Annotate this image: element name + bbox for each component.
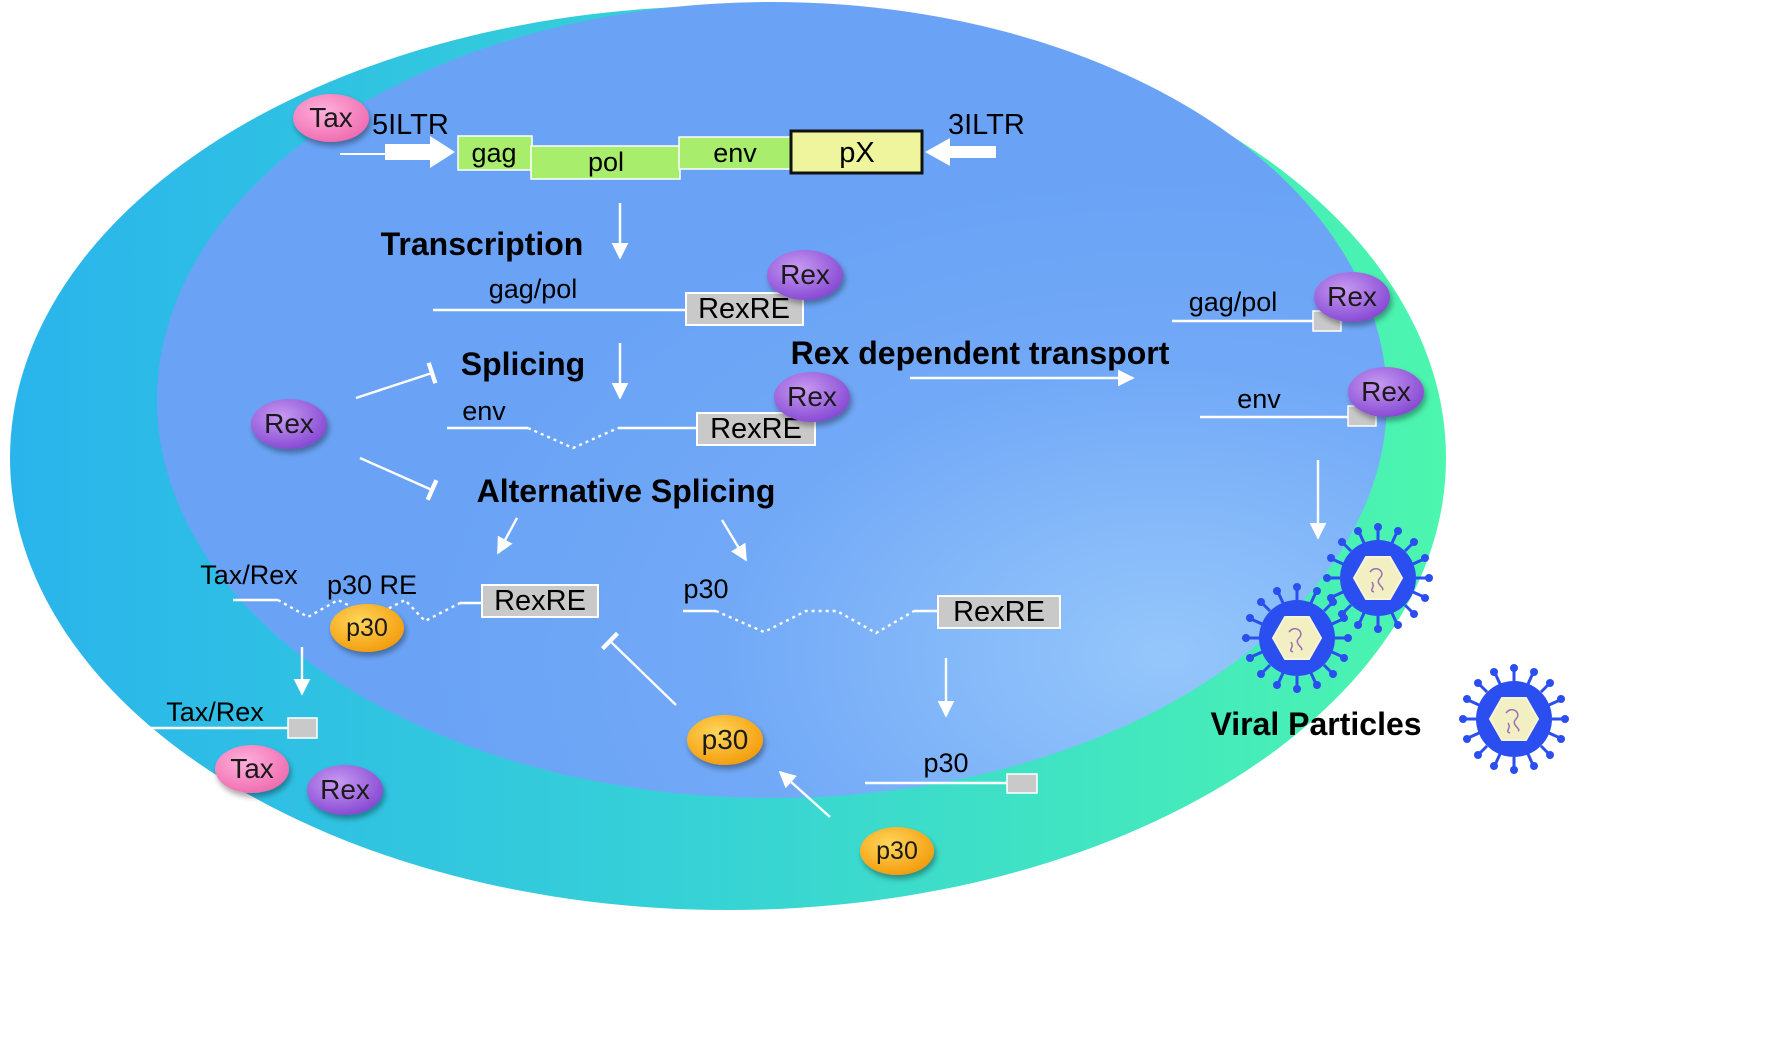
inhibition-icon [355,362,438,400]
proviral-genome: gag pol env pX 5ILTR 3ILTR [340,109,1025,180]
rex-protein-cyto [307,765,383,815]
rex-label: Rex [320,774,370,805]
gag-gene [457,135,533,171]
env-gene [678,136,792,170]
p30-transcript-cyto: p30 [865,748,1038,794]
ltr3-label: 3ILTR [948,109,1025,141]
tax-protein-ltr [293,94,369,142]
pol-gene [530,145,681,180]
rex-protein-env [774,372,850,422]
env-label-nuclear: env [462,396,506,426]
alt-splice-arrow-icon [496,517,519,555]
gag-pol-label: gag/pol [489,274,578,304]
p30-protein-bound [330,604,404,652]
nucleus [157,2,1387,798]
alternative-splicing-label: Alternative Splicing [477,473,776,509]
rex-protein-env-cyto [1348,367,1424,417]
tax-label: Tax [230,753,274,784]
p30-label: p30 [702,724,749,755]
virion-icon [1321,521,1435,635]
p30-protein-cyto [860,827,934,875]
rexre-label: RexRE [710,413,802,445]
rex-protein-regulator [251,399,327,449]
gag-pol-label: gag/pol [1189,287,1278,317]
tax-protein-cyto [215,745,289,793]
rex-protein-gagpol-cyto [1314,272,1390,322]
gag-label: gag [471,138,516,168]
rexre-label: RexRE [698,293,790,325]
tax-rex-transcript-nuclear: Tax/Rex p30 RE RexRE [200,560,599,623]
rex-label: Rex [780,259,830,290]
alt-splice-arrow-icon [720,519,748,562]
p30-label: p30 [346,614,388,642]
p30-label: p30 [923,748,968,778]
px-gene [789,129,924,175]
ltr5-label: 5ILTR [372,109,449,141]
tax-rex-label: Tax/Rex [200,560,298,590]
rex-label: Rex [264,408,314,439]
gag-pol-transcript-nuclear: gag/pol RexRE [433,274,804,326]
import-arrow-icon [778,770,831,818]
rex-label: Rex [1361,376,1411,407]
px-label: pX [839,137,874,169]
tax-rex-label: Tax/Rex [166,697,264,727]
p30-transcript-nuclear: p30 RexRE [683,574,1061,635]
transcription-label: Transcription [381,226,584,262]
p30-label: p30 [683,574,728,604]
pol-label: pol [588,147,624,177]
gag-pol-transcript-cyto: gag/pol [1172,287,1342,332]
inhibition-icon [359,456,439,501]
p30-protein-nuclear [687,715,763,765]
p30-label: p30 [876,837,918,865]
rex-label: Rex [787,381,837,412]
virion-icon [1457,662,1571,776]
rex-protein-gagpol [767,250,843,300]
env-label: env [713,138,757,168]
ltr5-arrow-icon [385,136,455,168]
rexre-label: RexRE [494,585,586,617]
env-label-cyto: env [1237,384,1281,414]
splicing-label: Splicing [461,346,585,382]
rexre-label: RexRE [953,596,1045,628]
viral-particles-label: Viral Particles [1210,706,1421,742]
rex-label: Rex [1327,281,1377,312]
rex-transport-label: Rex dependent transport [791,335,1170,371]
tax-ltr-label: Tax [309,102,353,133]
tax-rex-transcript-cyto: Tax/Rex [146,697,318,739]
ltr3-arrow-icon [925,138,996,166]
inhibition-icon [600,631,677,706]
p30-re-label: p30 RE [327,570,417,600]
virion-icon [1240,581,1354,695]
